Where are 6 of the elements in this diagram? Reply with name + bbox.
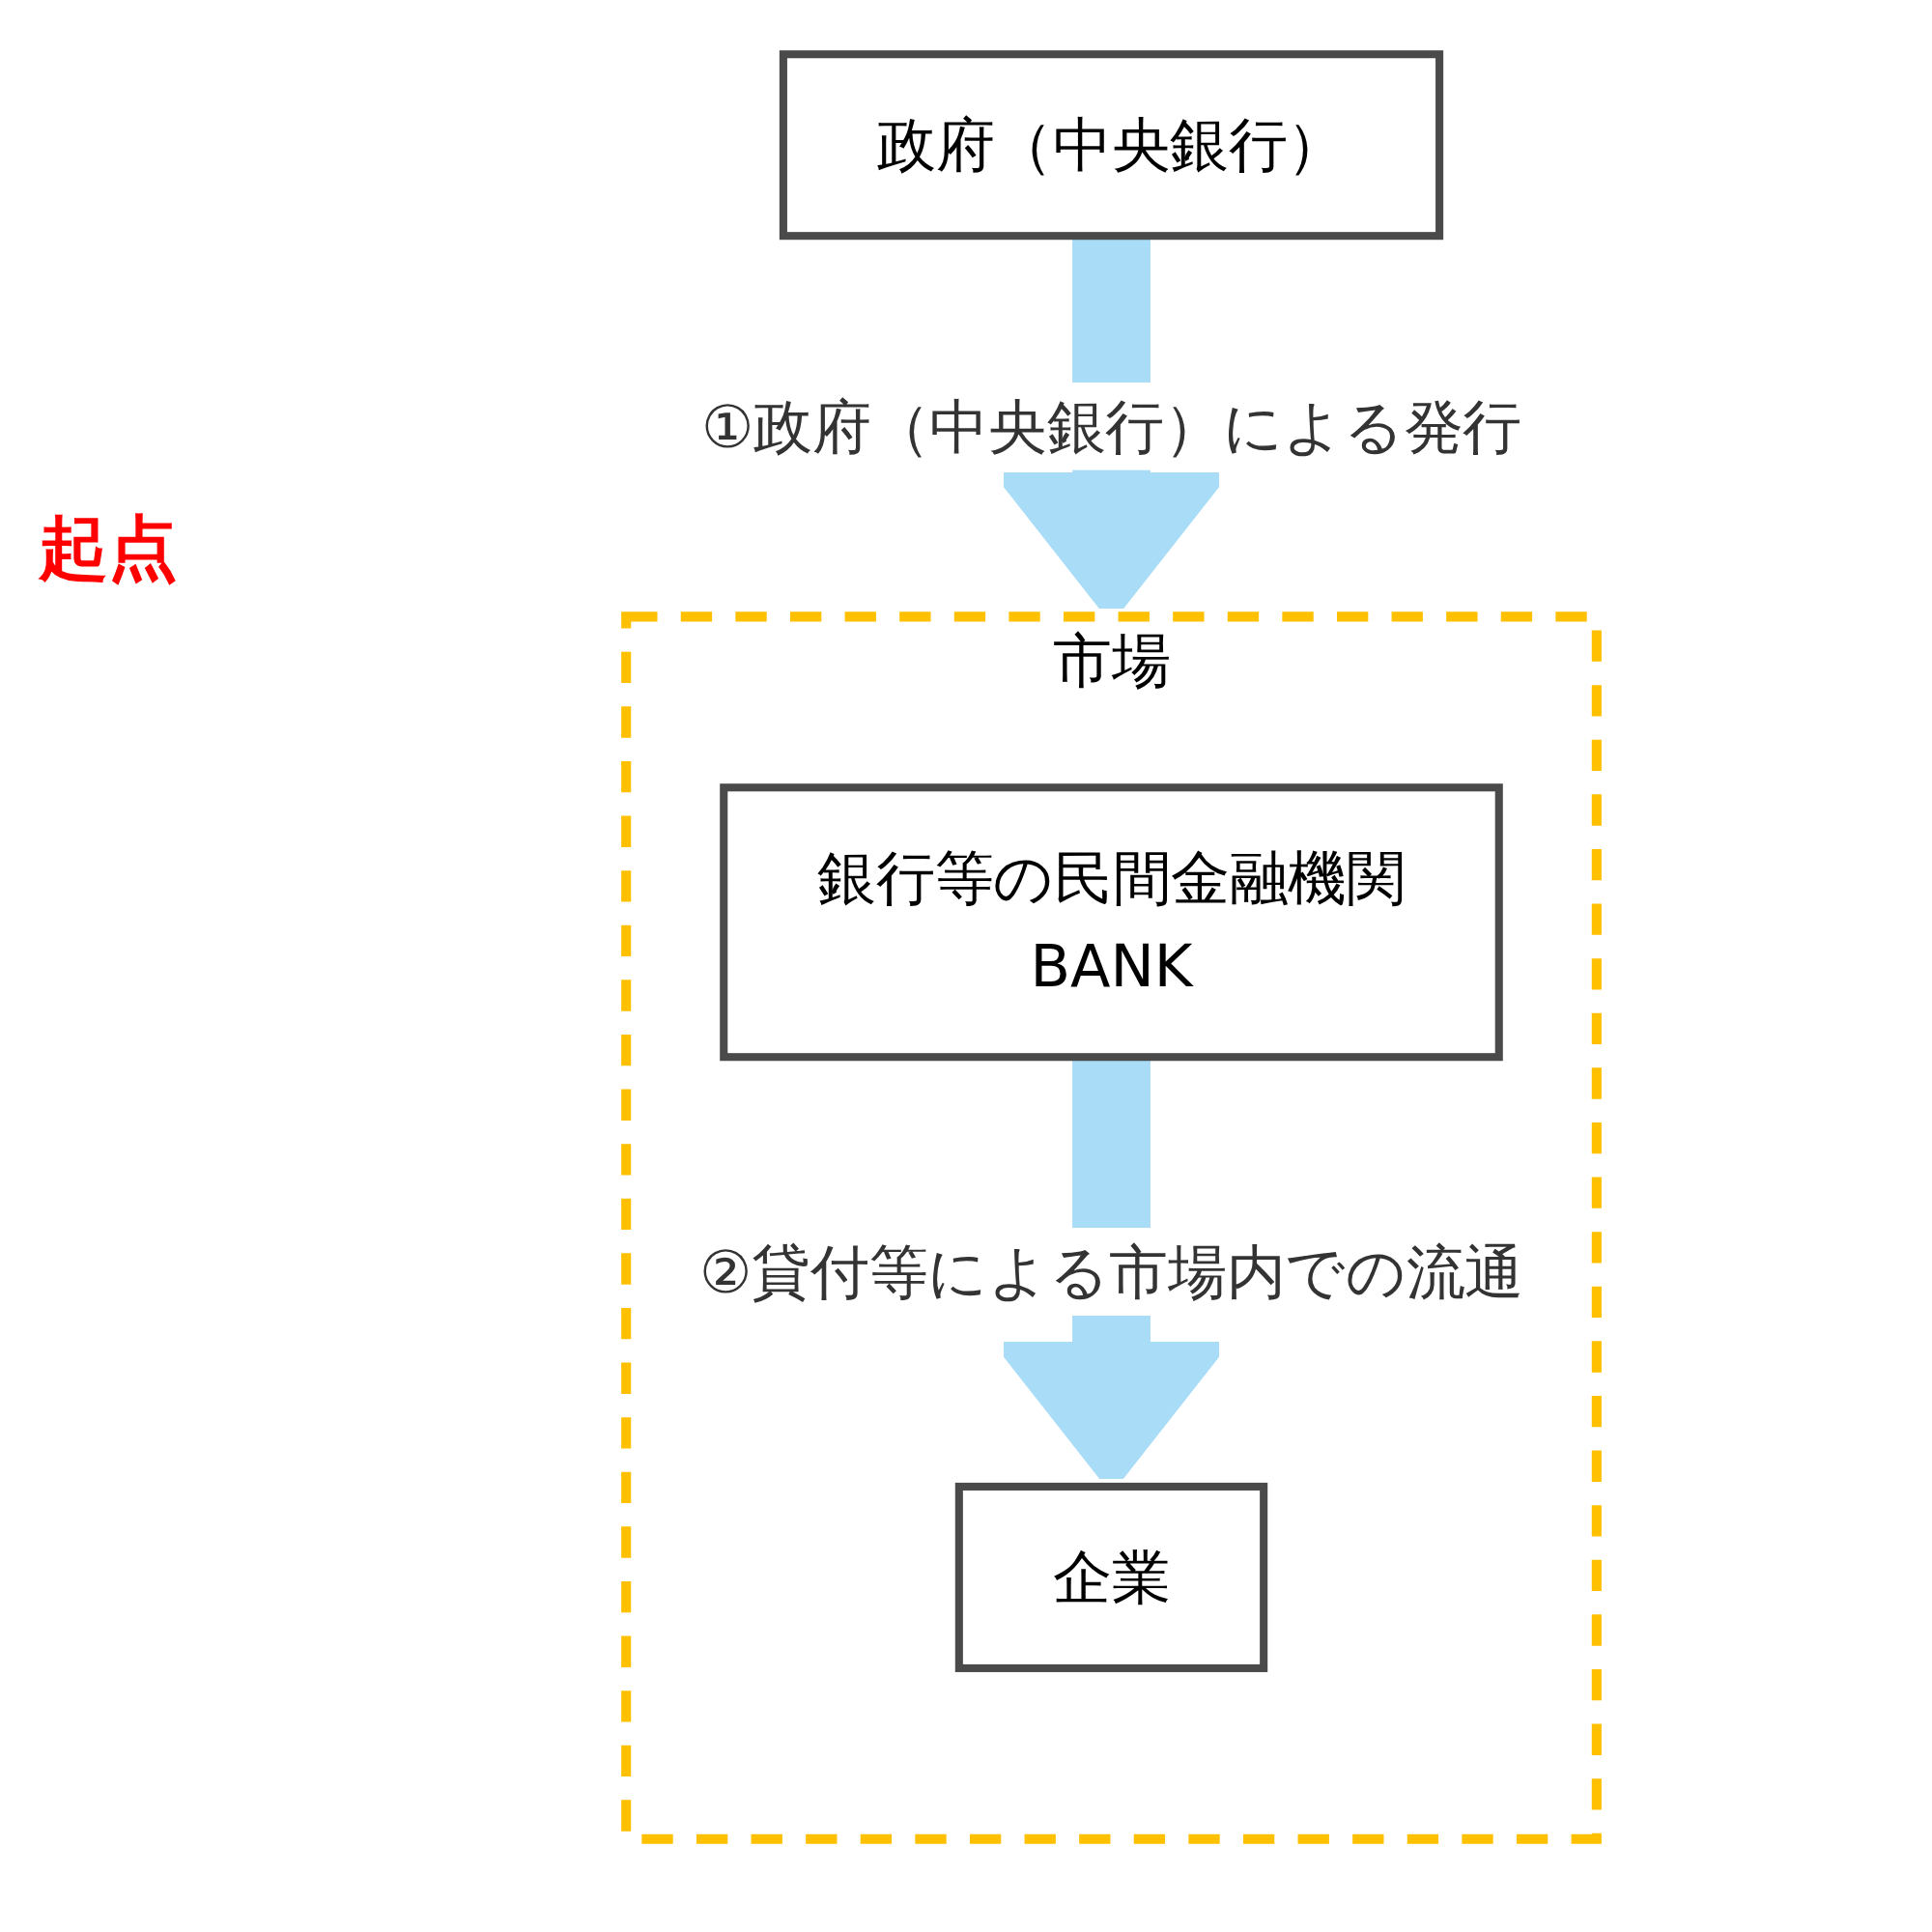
edge-label: ①政府（中央銀行）による発行: [700, 391, 1521, 461]
edge-label: ②貸付等による市場内での流通: [698, 1237, 1523, 1306]
annotation-text: 起点: [39, 506, 179, 590]
node-box: 企業: [954, 1482, 1267, 1672]
node-box: 政府（中央銀行）: [779, 50, 1443, 241]
node-box: 銀行等の民間金融機関 BANK: [719, 783, 1503, 1062]
